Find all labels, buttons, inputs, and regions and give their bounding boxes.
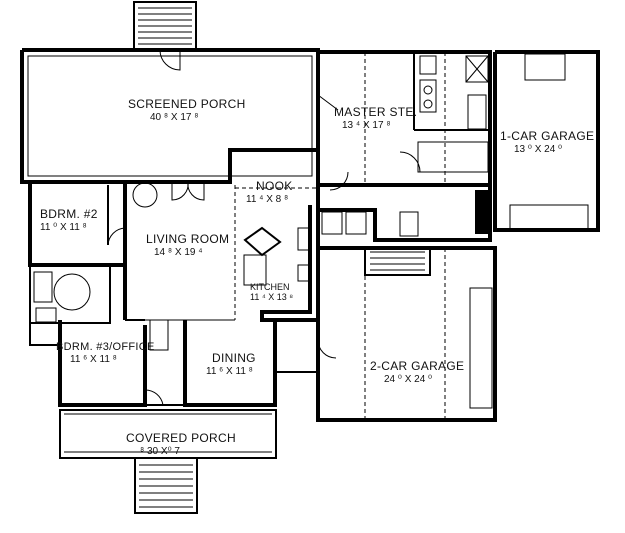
two-car-garage-dimensions: 24 ⁰ X 24 ⁰	[384, 374, 433, 385]
kitchen-label: KITCHEN	[250, 282, 290, 292]
nook-dimensions: 11 ⁴ X 8 ⁸	[246, 194, 289, 205]
one-car-garage-walls	[493, 50, 600, 232]
bath-left	[29, 264, 111, 324]
bedroom-2-dimensions: 11 ⁰ X 11 ⁸	[40, 222, 87, 233]
front-steps	[134, 457, 198, 514]
screened-porch-label: SCREENED PORCH	[128, 97, 246, 111]
master-suite-dimensions: 13 ⁴ X 17 ⁸	[342, 120, 391, 131]
two-car-garage-label: 2-CAR GARAGE	[370, 359, 465, 373]
master-suite-label: MASTER STE.	[334, 105, 418, 119]
covered-porch-dimensions: ⁸ 30 X⁰ 7	[140, 446, 180, 457]
living-room-label: LIVING ROOM	[146, 232, 230, 246]
bedroom-3-label: BDRM. #3/OFFICE	[56, 341, 155, 353]
bedroom-3-dimensions: 11 ⁶ X 11 ⁸	[70, 354, 117, 365]
one-car-garage-dimensions: 13 ⁰ X 24 ⁰	[514, 144, 563, 155]
dining-label: DINING	[212, 351, 256, 365]
kitchen-dimensions: 11 ⁴ X 13 ⁸	[250, 292, 294, 302]
bedroom-2-label: BDRM. #2	[40, 207, 98, 221]
laundry	[318, 171, 492, 242]
one-car-garage-label: 1-CAR GARAGE	[500, 129, 595, 143]
covered-porch-label: COVERED PORCH	[126, 431, 236, 445]
nook-label: NOOK	[256, 179, 293, 193]
rear-steps	[133, 1, 197, 51]
dining-walls	[144, 320, 277, 407]
two-car-garage-walls	[274, 240, 497, 422]
bedroom-3-walls	[29, 319, 169, 407]
living-room-walls	[123, 181, 236, 321]
screened-porch-dimensions: 40 ⁸ X 17 ⁸	[150, 112, 199, 123]
dining-dimensions: 11 ⁶ X 11 ⁸	[206, 366, 253, 377]
living-room-dimensions: 14 ⁸ X 19 ⁴	[154, 247, 203, 258]
